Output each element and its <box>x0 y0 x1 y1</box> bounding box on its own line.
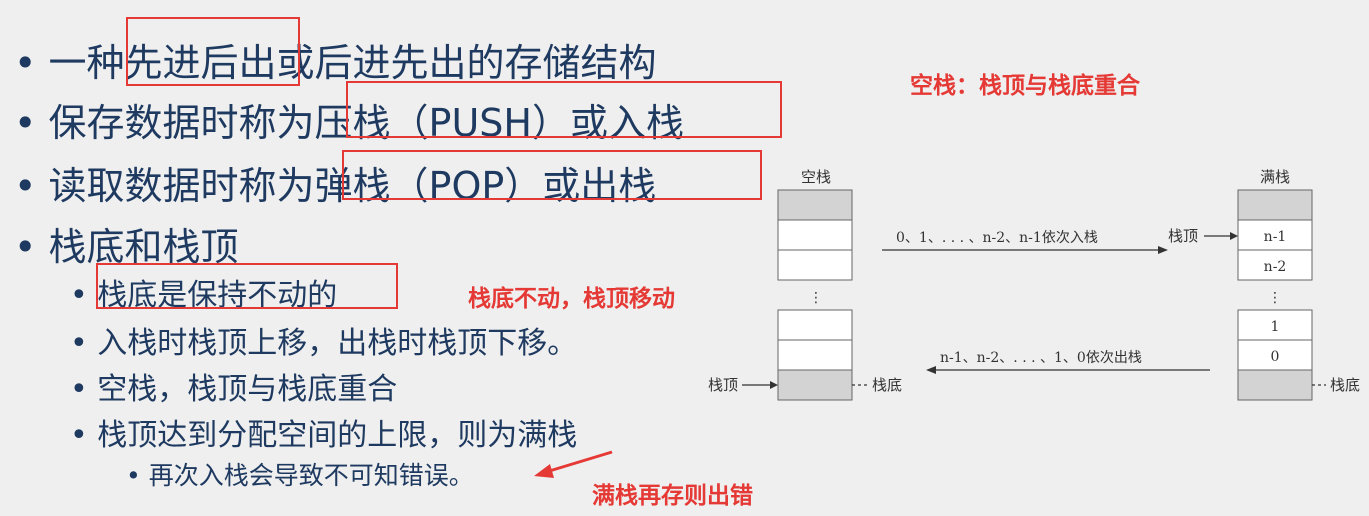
sub-bullet-3: • 空栈，栈顶与栈底重合 <box>70 364 397 408</box>
bullet-1-post: 或后进先出的存储结构 <box>276 41 657 85</box>
bullet-dot: • <box>70 418 88 453</box>
bullet-dot: • <box>70 372 88 407</box>
full-stack-cell <box>1237 309 1313 341</box>
bullet-4-text: 栈底和栈顶 <box>48 225 239 269</box>
annotation-bottom-top: 栈底不动，栈顶移动 <box>468 286 675 312</box>
bullet-dot: • <box>14 164 37 208</box>
sub-bullet-4: • 栈顶达到分配空间的上限，则为满栈 <box>70 410 577 454</box>
empty-stack-cell <box>777 189 853 221</box>
highlight-box-pop <box>342 150 762 200</box>
bullet-1-boxed: 先进后出 <box>124 41 277 85</box>
bullet-dot: • <box>14 41 37 85</box>
empty-stack-cell <box>777 369 853 401</box>
sub-sub-bullet-1-text: 再次入栈会导致不可知错误。 <box>148 461 474 490</box>
full-top-label: 栈顶 <box>1168 227 1198 245</box>
stack-diagram: 空栈 ⋮ 栈顶 栈底 0、1、. . . 、n-2、n-1依次入栈 n-1、n-… <box>708 168 1360 401</box>
bullet-dot: • <box>14 225 37 269</box>
bullet-3-pre: 读取数据时称为 <box>48 164 315 208</box>
full-stack-cell-label: 1 <box>1271 319 1280 335</box>
bullet-line-4: • 栈底和栈顶 <box>14 216 239 271</box>
full-stack-cell-label: 0 <box>1271 349 1280 365</box>
full-top-arrowhead <box>1230 232 1238 240</box>
full-bottom-label: 栈底 <box>1330 376 1360 394</box>
annotation-empty-stack: 空栈：栈顶与栈底重合 <box>910 73 1140 99</box>
push-label: 0、1、. . . 、n-2、n-1依次入栈 <box>896 230 1098 246</box>
empty-top-label: 栈顶 <box>708 376 738 394</box>
empty-stack-title: 空栈 <box>801 168 831 186</box>
sub-bullet-3-text: 空栈，栈顶与栈底重合 <box>97 372 398 407</box>
bullet-dot: • <box>70 278 88 313</box>
empty-stack-cell <box>777 219 853 251</box>
highlight-box-bottom <box>96 263 398 309</box>
bullet-dot: • <box>70 326 88 361</box>
full-stack-cell-label: n-2 <box>1264 259 1287 275</box>
full-stack-cell-label: n-1 <box>1264 229 1287 245</box>
empty-stack-ellipsis: ⋮ <box>809 290 823 306</box>
empty-bottom-label: 栈底 <box>872 376 902 394</box>
empty-stack-cell <box>777 309 853 341</box>
bullet-2-pre: 保存数据时称为 <box>48 101 315 145</box>
sub-sub-bullet-1: • 再次入栈会导致不可知错误。 <box>126 456 474 492</box>
full-stack-ellipsis: ⋮ <box>1268 290 1282 306</box>
empty-stack-cell <box>777 249 853 281</box>
full-stack-cell <box>1237 189 1313 221</box>
highlight-box-fifo <box>126 17 300 86</box>
full-stack-cell <box>1237 249 1313 281</box>
sub-bullet-2: • 入栈时栈顶上移，出栈时栈顶下移。 <box>70 318 577 362</box>
sub-bullet-4-text: 栈顶达到分配空间的上限，则为满栈 <box>97 418 578 453</box>
bullet-line-1: • 一种先进后出或后进先出的存储结构 <box>14 32 657 87</box>
full-stack-cell <box>1237 369 1313 401</box>
sub-bullet-2-text: 入栈时栈顶上移，出栈时栈顶下移。 <box>97 326 578 361</box>
push-arrowhead <box>1158 246 1168 254</box>
empty-top-arrowhead <box>770 381 778 389</box>
bullet-1-pre: 一种 <box>48 41 125 85</box>
bullet-3-boxed: 弹栈（POP）或出栈 <box>314 164 657 208</box>
full-stack-title: 满栈 <box>1260 168 1290 186</box>
bullet-dot: • <box>126 461 141 490</box>
full-stack-cell <box>1237 339 1313 371</box>
red-arrow <box>534 450 613 478</box>
bullet-line-3: • 读取数据时称为弹栈（POP）或出栈 <box>14 155 656 210</box>
bullet-dot: • <box>14 101 37 145</box>
empty-stack-cell <box>777 339 853 371</box>
pop-arrowhead <box>926 366 936 374</box>
highlight-box-push <box>346 81 782 138</box>
pop-label: n-1、n-2、. . . 、1、0依次出栈 <box>940 350 1142 366</box>
annotation-full-stack: 满栈再存则出错 <box>592 483 753 509</box>
